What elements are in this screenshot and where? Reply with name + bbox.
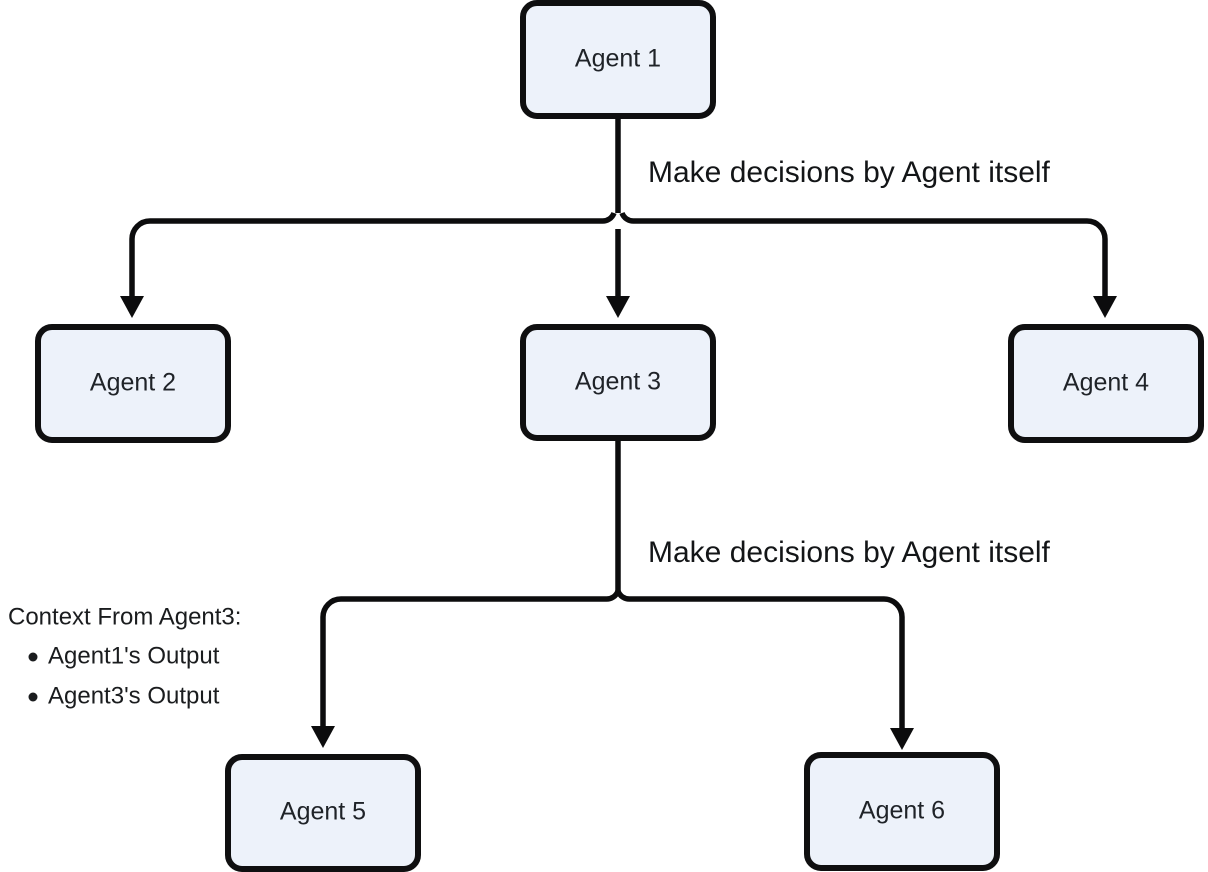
node-agent2-label: Agent 2 xyxy=(90,369,176,397)
edge-group-bottom xyxy=(311,438,914,750)
node-agent2[interactable]: Agent 2 xyxy=(35,324,231,443)
node-agent4-label: Agent 4 xyxy=(1063,369,1149,397)
node-agent1-box[interactable] xyxy=(520,0,716,119)
edge-label-bottom: Make decisions by Agent itself xyxy=(648,536,1051,569)
node-agent6[interactable]: Agent 6 xyxy=(804,752,1000,871)
bus-bottom xyxy=(320,588,905,618)
arrowhead-agent5 xyxy=(311,726,335,748)
edge-label-top: Make decisions by Agent itself xyxy=(648,156,1051,189)
context-annotation-item-1: Agent1's Output xyxy=(48,642,220,669)
node-agent5-box[interactable] xyxy=(225,754,421,872)
context-annotation: Context From Agent3: Agent1's Output Age… xyxy=(8,603,241,709)
arrowhead-agent6 xyxy=(890,728,914,750)
node-agent3-box[interactable] xyxy=(520,324,716,441)
bullet-icon xyxy=(28,652,38,662)
arrowhead-agent3 xyxy=(606,296,630,318)
arrowhead-agent2 xyxy=(120,296,144,318)
node-agent3-label: Agent 3 xyxy=(575,368,661,396)
context-annotation-title: Context From Agent3: xyxy=(8,603,241,630)
node-agent5[interactable]: Agent 5 xyxy=(225,754,421,872)
node-agent2-box[interactable] xyxy=(35,324,231,443)
node-agent5-label: Agent 5 xyxy=(280,798,366,826)
node-agent1[interactable]: Agent 1 xyxy=(520,0,716,119)
arrowhead-agent4 xyxy=(1093,296,1117,318)
node-agent6-box[interactable] xyxy=(804,752,1000,871)
node-agent4[interactable]: Agent 4 xyxy=(1008,324,1204,443)
node-agent3[interactable]: Agent 3 xyxy=(520,324,716,441)
node-agent1-label: Agent 1 xyxy=(575,45,661,73)
edge-group-top xyxy=(120,116,1117,318)
node-agent4-box[interactable] xyxy=(1008,324,1204,443)
bus-top xyxy=(129,211,1108,240)
bullet-icon xyxy=(28,692,38,702)
node-agent6-label: Agent 6 xyxy=(859,797,945,825)
context-annotation-item-2: Agent3's Output xyxy=(48,682,220,709)
